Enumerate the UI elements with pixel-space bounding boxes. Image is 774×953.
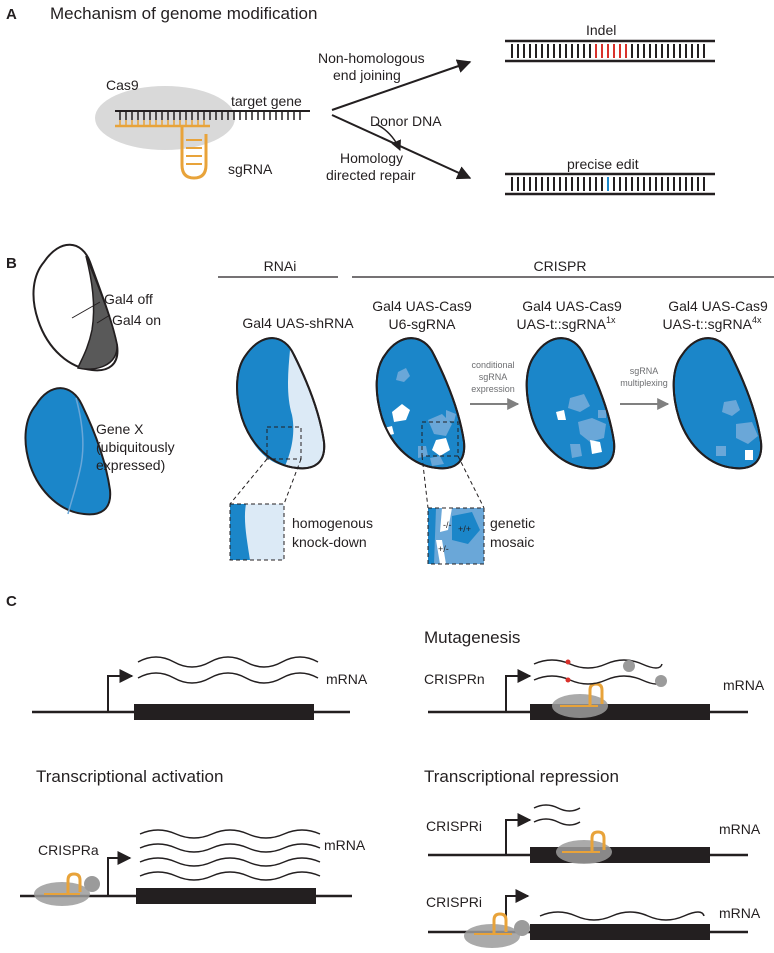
col2-title-1: Gal4 UAS-Cas9	[372, 298, 472, 314]
degradation-icon-1	[623, 660, 635, 672]
gal4-on-label: Gal4 on	[112, 312, 161, 328]
sgrna-ticks	[119, 120, 205, 126]
arrow1-label-2: sgRNA	[479, 372, 508, 382]
nhej-label-1: Non-homologous	[318, 50, 425, 66]
gene-x-label-1: Gene X	[96, 421, 144, 437]
col4-title-2: UAS-t::sgRNA4x	[663, 315, 762, 332]
rnai-header: RNAi	[264, 258, 297, 274]
sgrna-hairpin-rungs	[186, 139, 202, 165]
gal4-wing	[32, 243, 119, 372]
donor-label: Donor DNA	[370, 113, 442, 129]
crispr-1x-wing	[525, 337, 616, 470]
genotype-homozygous-mutant: -/-	[443, 520, 452, 530]
crispri-label-1: CRISPRi	[426, 818, 482, 834]
crisprn-complex	[552, 682, 608, 718]
donor-arrow	[375, 123, 401, 151]
nhej-label-2: end joining	[333, 67, 401, 83]
arrow2-label-1: sgRNA	[630, 366, 659, 376]
sgrna-label: sgRNA	[228, 161, 273, 177]
crispr-zoom-line-right	[457, 455, 485, 509]
hdr-label-2: directed repair	[326, 167, 416, 183]
cas9-protein	[95, 86, 235, 150]
repression-title: Transcriptional repression	[424, 767, 619, 786]
arrow1-label-3: expression	[471, 384, 515, 394]
rnai-inset	[229, 503, 285, 561]
mutagenesis-mrna-label: mRNA	[723, 677, 765, 693]
rnai-zoom-line-left	[229, 458, 268, 505]
col4-title-1: Gal4 UAS-Cas9	[668, 298, 768, 314]
crispra-complex	[34, 872, 100, 906]
activated-mrna-3	[139, 857, 321, 867]
target-dna-ticks	[119, 111, 301, 120]
gene-x-label-3: expressed)	[96, 457, 165, 473]
crispr-header: CRISPR	[534, 258, 587, 274]
crispr-inset	[427, 507, 485, 565]
activated-mrna-1	[139, 829, 321, 839]
activated-mrna-2	[139, 843, 321, 853]
short-mrna-2	[533, 818, 581, 826]
panel-b-letter: B	[6, 255, 17, 272]
basal-gene	[32, 669, 350, 720]
col3-title-1: Gal4 UAS-Cas9	[522, 298, 622, 314]
truncated-mrna-2	[533, 675, 663, 685]
panel-a-title: Mechanism of genome modification	[50, 4, 317, 23]
crispri-complex-1	[556, 830, 612, 864]
genotype-heterozygous: +/-	[438, 544, 449, 554]
precise-edit-label: precise edit	[567, 156, 639, 172]
crisprn-label: CRISPRn	[424, 671, 485, 687]
inset1-label-2: knock-down	[292, 534, 367, 550]
indel-dna-ladder	[505, 39, 715, 63]
rnai-wing	[236, 337, 326, 470]
col1-title: Gal4 UAS-shRNA	[242, 315, 354, 331]
inset1-label-1: homogenous	[292, 515, 373, 531]
precise-edit-dna-ladder	[505, 172, 715, 196]
activated-mrna-4	[139, 871, 321, 881]
genotype-wildtype: +/+	[458, 524, 471, 534]
repression-mrna-label-1: mRNA	[719, 821, 761, 837]
indel-label: Indel	[586, 22, 616, 38]
inset2-label-2: mosaic	[490, 534, 534, 550]
basal-mrna-1	[137, 656, 319, 668]
panel-a-letter: A	[6, 6, 17, 23]
inset2-label-1: genetic	[490, 515, 535, 531]
mutation-mark-2	[565, 677, 571, 683]
panel-c-letter: C	[6, 593, 17, 610]
gal4-on-pointer	[96, 314, 111, 324]
crispr-zoom-line-left	[421, 455, 429, 509]
degradation-icon-2	[655, 675, 667, 687]
crispr-mosaic-wing	[375, 337, 466, 470]
gene-x-label-2: (ubiquitously	[96, 439, 175, 455]
rnai-zoom-box	[266, 426, 302, 460]
gene-x-wing	[24, 387, 112, 516]
truncated-mrna-1	[533, 659, 663, 669]
crispra-label: CRISPRa	[38, 842, 99, 858]
rnai-zoom-line-right	[283, 458, 302, 505]
gal4-off-pointer	[71, 301, 101, 319]
arrow1-label-1: conditional	[471, 360, 514, 370]
hdr-arrow	[331, 114, 472, 180]
hdr-label-1: Homology	[340, 150, 403, 166]
crispri-complex-2	[464, 912, 530, 948]
col3-title-2: UAS-t::sgRNA1x	[517, 315, 616, 332]
mutagenesis-title: Mutagenesis	[424, 628, 520, 647]
target-gene-label: target gene	[231, 93, 302, 109]
repression-mrna-label-2: mRNA	[719, 905, 761, 921]
activation-title: Transcriptional activation	[36, 767, 223, 786]
crispr-zoom-box	[421, 421, 459, 457]
nhej-arrow	[331, 59, 472, 111]
short-mrna-1	[533, 804, 581, 812]
basal-level-mrna	[539, 911, 705, 921]
crispr-4x-wing	[672, 337, 763, 470]
sgrna-hairpin	[180, 126, 208, 180]
basal-mrna-2	[137, 672, 319, 684]
cas9-label: Cas9	[106, 77, 139, 93]
gal4-off-label: Gal4 off	[104, 291, 153, 307]
arrow2-label-2: multiplexing	[620, 378, 668, 388]
activation-mrna-label: mRNA	[324, 837, 366, 853]
crispri-label-2: CRISPRi	[426, 894, 482, 910]
col2-title-2: U6-sgRNA	[389, 316, 457, 332]
mutation-mark-1	[565, 659, 571, 665]
basal-mrna-label: mRNA	[326, 671, 368, 687]
